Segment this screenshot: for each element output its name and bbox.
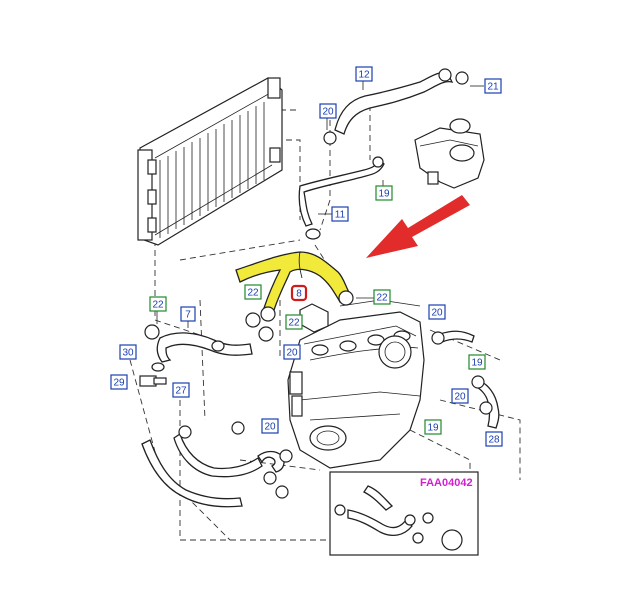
- callout-number: 20: [431, 308, 443, 319]
- callout-box: [355, 66, 373, 82]
- callout-number: 11: [335, 210, 346, 221]
- callout-box: [331, 206, 349, 222]
- callout-box: [484, 78, 502, 94]
- callout-number: 22: [247, 288, 259, 299]
- callout-box: [428, 304, 446, 320]
- hose-11: [298, 156, 385, 240]
- radiator: [137, 77, 283, 246]
- callout-22: 22: [244, 284, 262, 300]
- part-callouts: 12 21 20 19 11 22 8 22 22 7 22 20 30 20 29 27 19 20 20 19 28: [110, 66, 503, 447]
- callout-box: [424, 419, 442, 435]
- callout-box: [283, 344, 301, 360]
- callout-11: 11: [331, 206, 349, 222]
- callout-22: 22: [285, 314, 303, 330]
- callout-22: 22: [373, 289, 391, 305]
- callout-number: 29: [113, 378, 125, 389]
- callout-19: 19: [375, 185, 393, 201]
- callout-12: 12: [355, 66, 373, 82]
- callout-box: [110, 374, 128, 390]
- callout-20: 20: [283, 344, 301, 360]
- callout-box: [468, 354, 486, 370]
- callout-28: 28: [485, 431, 503, 447]
- callout-number: 12: [358, 70, 370, 81]
- callout-19: 19: [424, 419, 442, 435]
- callout-box: [172, 382, 190, 398]
- callout-number: 20: [454, 392, 466, 403]
- upper-hose-12: [323, 68, 469, 145]
- callout-number: 22: [376, 293, 388, 304]
- callout-7: 7: [180, 306, 196, 322]
- detail-inset: FAA04042: [329, 471, 479, 556]
- callout-box: [261, 418, 279, 434]
- callout-number: 30: [122, 348, 134, 359]
- callout-number: 20: [264, 422, 276, 433]
- callout-number: 21: [487, 82, 499, 93]
- callout-27: 27: [172, 382, 190, 398]
- temperature-sender-29: [139, 362, 167, 387]
- red-arrow-indicator: [366, 195, 470, 258]
- callout-30: 30: [119, 344, 137, 360]
- callout-20: 20: [451, 388, 469, 404]
- callout-box: [485, 431, 503, 447]
- callout-22: 22: [149, 296, 167, 312]
- radiator-hose-8-highlighted: [235, 251, 354, 322]
- callout-box: [290, 284, 308, 302]
- callout-box: [319, 103, 337, 119]
- callout-number: 8: [296, 289, 302, 300]
- callout-number: 19: [471, 358, 483, 369]
- callout-19: 19: [468, 354, 486, 370]
- callout-box: [373, 289, 391, 305]
- lower-hoses-27: [141, 421, 293, 508]
- engine-block: [287, 299, 425, 469]
- callout-leaders: [156, 80, 484, 328]
- callout-number: 22: [288, 318, 300, 329]
- callout-number: 7: [185, 310, 191, 321]
- callout-number: 28: [488, 435, 500, 446]
- heater-hoses-right: [431, 330, 500, 429]
- callout-number: 27: [175, 386, 187, 397]
- callout-box: [375, 185, 393, 201]
- expansion-tank: [414, 118, 485, 189]
- callout-21: 21: [484, 78, 502, 94]
- reference-code-label: FAA04042: [420, 477, 473, 489]
- callout-8: 8: [290, 284, 308, 302]
- callout-29: 29: [110, 374, 128, 390]
- callout-number: 22: [152, 300, 164, 311]
- callout-box: [119, 344, 137, 360]
- hose-7: [144, 324, 253, 363]
- hose-clamps: [245, 312, 274, 342]
- callout-box: [285, 314, 303, 330]
- callout-number: 19: [427, 423, 439, 434]
- callout-box: [244, 284, 262, 300]
- callout-number: 19: [378, 189, 390, 200]
- callout-number: 20: [322, 107, 334, 118]
- callout-number: 20: [286, 348, 298, 359]
- callout-box: [451, 388, 469, 404]
- callout-20: 20: [319, 103, 337, 119]
- callout-20: 20: [428, 304, 446, 320]
- callout-box: [149, 296, 167, 312]
- callout-20: 20: [261, 418, 279, 434]
- callout-box: [180, 306, 196, 322]
